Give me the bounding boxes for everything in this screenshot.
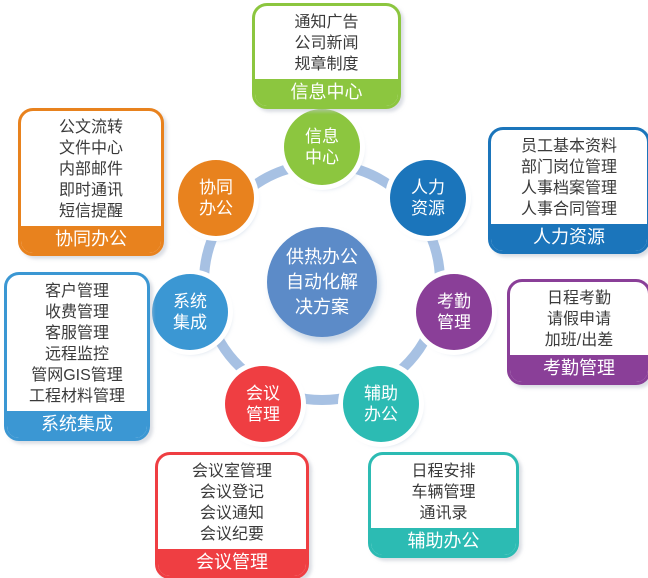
- center-line: 自动化解: [286, 271, 358, 292]
- callout-item: 加班/出差: [544, 332, 614, 349]
- callout-label: 系统集成: [7, 411, 147, 438]
- node-label-line: 系统: [173, 292, 207, 311]
- callout-item: 会议通知: [199, 505, 264, 522]
- callout-item: 通讯录: [419, 505, 468, 522]
- callout-aux-office: 日程安排 车辆管理 通讯录 辅助办公: [368, 452, 519, 558]
- callout-hr: 员工基本资料 部门岗位管理 人事档案管理 人事合同管理 人力资源: [488, 127, 648, 254]
- callout-system: 客户管理 收费管理 客服管理 远程监控 管网GIS管理 工程材料管理 系统集成: [4, 272, 150, 441]
- callout-item: 即时通讯: [58, 182, 123, 199]
- callout-item: 收费管理: [44, 304, 109, 321]
- node-attendance: 考勤 管理: [416, 274, 492, 350]
- node-label-line: 考勤: [437, 292, 471, 311]
- node-label-line: 管理: [246, 405, 280, 424]
- callout-item: 远程监控: [44, 346, 109, 363]
- node-meeting: 会议 管理: [225, 366, 301, 442]
- node-aux-office: 辅助 办公: [343, 366, 419, 442]
- node-label-line: 人力: [411, 178, 445, 197]
- callout-item: 请假申请: [546, 311, 611, 328]
- callout-item: 客户管理: [44, 283, 109, 300]
- node-label-line: 办公: [199, 199, 233, 218]
- callout-items: 日程安排 车辆管理 通讯录: [371, 455, 516, 528]
- node-info-center: 信息 中心: [284, 109, 360, 185]
- callout-item: 通知广告: [294, 14, 359, 31]
- callout-label: 信息中心: [255, 79, 398, 106]
- callout-label: 考勤管理: [510, 355, 648, 382]
- callout-items: 会议室管理 会议登记 会议通知 会议纪要: [158, 455, 306, 549]
- callout-item: 日程安排: [411, 463, 476, 480]
- callout-item: 公文流转: [58, 119, 123, 136]
- callout-info-center: 通知广告 公司新闻 规章制度 信息中心: [252, 3, 401, 109]
- node-label-line: 信息: [305, 127, 339, 146]
- node-collab: 协同 办公: [178, 160, 254, 236]
- node-label-line: 集成: [173, 313, 207, 332]
- callout-label: 会议管理: [158, 549, 306, 576]
- callout-items: 通知广告 公司新闻 规章制度: [255, 6, 398, 79]
- node-system: 系统 集成: [152, 274, 228, 350]
- callout-item: 公司新闻: [294, 35, 359, 52]
- callout-meeting: 会议室管理 会议登记 会议通知 会议纪要 会议管理: [155, 452, 309, 578]
- callout-item: 文件中心: [58, 140, 123, 157]
- callout-items: 日程考勤 请假申请 加班/出差: [510, 282, 648, 355]
- callout-item: 员工基本资料: [520, 138, 617, 155]
- callout-item: 工程材料管理: [28, 388, 125, 405]
- callout-label: 辅助办公: [371, 528, 516, 555]
- node-label-line: 管理: [437, 313, 471, 332]
- center-line: 供热办公: [286, 246, 358, 267]
- callout-item: 人事档案管理: [520, 180, 617, 197]
- callout-item: 会议登记: [199, 484, 264, 501]
- callout-item: 内部邮件: [58, 161, 123, 178]
- callout-label: 协同办公: [21, 226, 161, 253]
- callout-item: 人事合同管理: [520, 201, 617, 218]
- callout-item: 客服管理: [44, 325, 109, 342]
- node-label-line: 办公: [364, 405, 398, 424]
- callout-item: 日程考勤: [546, 290, 611, 307]
- center-line: 决方案: [295, 296, 349, 317]
- callout-item: 部门岗位管理: [520, 159, 617, 176]
- node-label-line: 辅助: [364, 384, 398, 403]
- callout-item: 管网GIS管理: [31, 367, 123, 384]
- callout-attendance: 日程考勤 请假申请 加班/出差 考勤管理: [507, 279, 648, 385]
- node-label-line: 协同: [199, 178, 233, 197]
- center-topic-circle: 供热办公 自动化解 决方案: [267, 227, 377, 337]
- callout-item: 规章制度: [294, 56, 359, 73]
- callout-item: 会议纪要: [199, 526, 264, 543]
- callout-label: 人力资源: [491, 224, 647, 251]
- callout-item: 车辆管理: [411, 484, 476, 501]
- callout-items: 公文流转 文件中心 内部邮件 即时通讯 短信提醒: [21, 111, 161, 226]
- node-label-line: 会议: [246, 384, 280, 403]
- node-label-line: 中心: [305, 148, 339, 167]
- node-hr: 人力 资源: [390, 160, 466, 236]
- node-label-line: 资源: [411, 199, 445, 218]
- callout-item: 短信提醒: [58, 203, 123, 220]
- callout-items: 客户管理 收费管理 客服管理 远程监控 管网GIS管理 工程材料管理: [7, 275, 147, 411]
- callout-item: 会议室管理: [191, 463, 272, 480]
- callout-items: 员工基本资料 部门岗位管理 人事档案管理 人事合同管理: [491, 130, 647, 224]
- callout-collab: 公文流转 文件中心 内部邮件 即时通讯 短信提醒 协同办公: [18, 108, 164, 256]
